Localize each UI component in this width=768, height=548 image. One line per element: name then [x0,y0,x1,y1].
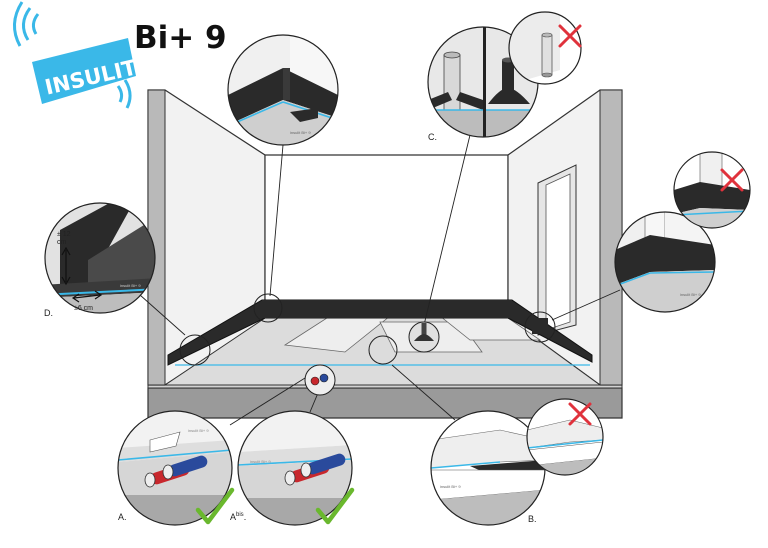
doorway-opening [545,173,571,331]
back-wall [264,154,509,319]
pipe-blue-icon [319,373,329,383]
dimension-height-unit: cm [57,239,67,246]
cross-mark-icon [568,402,592,426]
dimension-height: ± 12 [57,231,71,238]
svg-text:insulit Bi+ 9: insulit Bi+ 9 [188,428,209,433]
detail-a: insulit Bi+ 9 A. [117,410,235,526]
svg-text:insulit Bi+ 9: insulit Bi+ 9 [250,459,271,464]
svg-text:insulit Bi+ 9: insulit Bi+ 9 [440,484,461,489]
check-mark-icon [315,487,355,525]
detail-right-incorrect [673,151,751,229]
marker-d [179,334,211,366]
product-title: Bi+ 9 [134,20,227,56]
signal-icon [31,13,40,35]
svg-text:insulit Bi+ 9: insulit Bi+ 9 [680,292,701,297]
marker-a [304,364,336,396]
cross-mark-icon [720,168,744,192]
right-wall-edge [599,89,623,386]
insulit-logo: INSULIT [13,1,139,109]
marker-top [253,293,283,323]
detail-corner-top: insulit Bi+ 9 [227,34,339,146]
dimension-width: ±6 cm [74,305,93,312]
detail-a-bis: insulit Bi+ 9 Abis. [230,410,355,526]
svg-text:insulit Bi+ 9: insulit Bi+ 9 [290,130,311,135]
cross-mark-icon [558,24,582,48]
detail-b-incorrect [526,398,604,476]
detail-c-incorrect [508,11,582,85]
callout-b: B. [528,514,537,524]
pipe-red-icon [310,376,320,386]
leader-lines [139,134,621,426]
logo-banner [32,38,136,104]
callout-a: A. [118,512,127,522]
marker-right [524,311,556,343]
detail-right-corner: insulit Bi+ 9 [614,211,716,313]
check-mark-icon [195,487,235,525]
callout-c: C. [428,132,437,142]
width-arrow [73,294,101,299]
callout-d: D. [44,308,53,318]
detail-b: insulit Bi+ 9 B. [430,410,546,526]
marker-b [368,335,398,365]
svg-text:insulit Bi+ 9: insulit Bi+ 9 [120,283,141,288]
signal-icon [116,85,124,103]
room-detail-markers [179,293,556,396]
detail-d: insulit Bi+ 9 ± 12 cm ±6 cm D. [44,202,156,318]
callout-a-bis: Abis. [230,512,246,522]
room [147,89,623,419]
